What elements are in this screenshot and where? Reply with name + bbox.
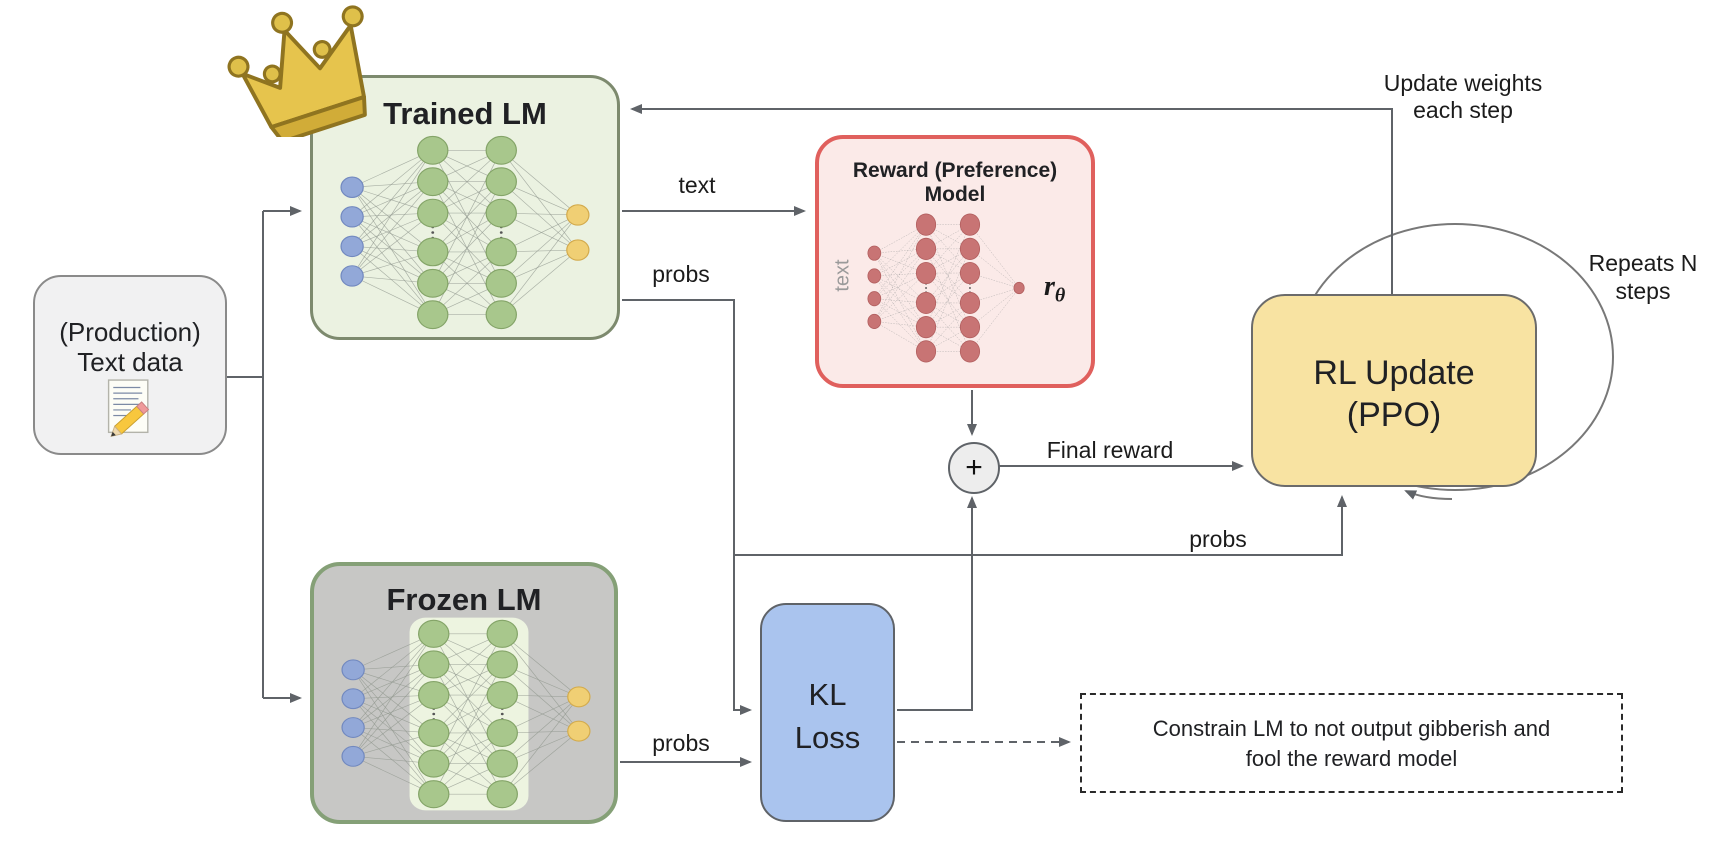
constraint-note-line2: fool the reward model xyxy=(1245,746,1458,771)
constraint-note-box: Constrain LM to not output gibberish and… xyxy=(1080,693,1623,793)
crown-icon xyxy=(227,5,367,137)
frozen-lm-network-graphic xyxy=(341,617,591,811)
frozen-lm-box: Frozen LM xyxy=(310,562,618,824)
trained-lm-box: Trained LM xyxy=(310,75,620,340)
label-update-weights-line2: each step xyxy=(1413,97,1513,123)
edge-label-text: text xyxy=(678,172,716,198)
label-update-weights: Update weights each step xyxy=(1353,70,1573,124)
reward-output-label: rθ xyxy=(1044,271,1066,307)
reward-model-network-graphic xyxy=(867,213,1025,363)
plus-junction: + xyxy=(948,442,1000,494)
reward-model-title-line2: Model xyxy=(924,183,986,206)
edge-label-probs-trained: probs xyxy=(652,261,710,287)
edge-split-from-text-data xyxy=(227,211,264,698)
edge-label-probs-frozen: probs xyxy=(652,730,710,756)
reward-model-box: Reward (Preference) Model text rθ xyxy=(815,135,1095,388)
production-text-data-label-line2: Text data xyxy=(77,347,183,377)
frozen-lm-title: Frozen LM xyxy=(386,582,542,617)
rl-update-label-line2: (PPO) xyxy=(1346,396,1442,434)
rl-update-label-line1: RL Update xyxy=(1313,354,1475,392)
trained-lm-title: Trained LM xyxy=(383,96,547,131)
kl-loss-label-line2: Loss xyxy=(794,720,861,755)
kl-loss-box: KL Loss xyxy=(760,603,895,822)
production-text-data-box: (Production) Text data xyxy=(33,275,227,455)
plus-symbol: + xyxy=(965,451,983,484)
label-repeats-line2: steps xyxy=(1615,278,1671,304)
edge-label-probs-rl: probs xyxy=(1189,526,1247,552)
reward-model-title-line1: Reward (Preference) xyxy=(852,159,1058,182)
edge-kl-to-plus xyxy=(897,496,977,711)
trained-lm-network-graphic xyxy=(340,135,590,330)
label-repeats-n-steps: Repeats N steps xyxy=(1558,249,1728,305)
constraint-note-line1: Constrain LM to not output gibberish and xyxy=(1152,716,1551,741)
kl-loss-label-line1: KL xyxy=(808,677,847,712)
reward-model-input-label: text xyxy=(831,259,854,292)
edge-label-final-reward: Final reward xyxy=(1046,437,1174,463)
label-repeats-line1: Repeats N xyxy=(1588,250,1698,276)
memo-icon xyxy=(107,379,150,437)
rl-update-box: RL Update (PPO) xyxy=(1251,294,1537,487)
edge-trained-probs-to-kl xyxy=(622,299,752,715)
edge-loop-into-rl xyxy=(1404,490,1453,500)
label-update-weights-line1: Update weights xyxy=(1383,70,1543,96)
production-text-data-label-line1: (Production) xyxy=(59,317,201,347)
